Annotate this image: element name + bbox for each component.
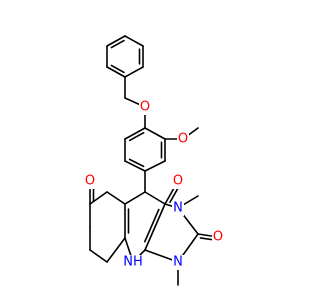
atom-n-1: N — [172, 255, 184, 270]
atom-o-methoxy: O — [177, 132, 189, 147]
svg-text:O: O — [85, 174, 95, 189]
bond-a4-a5 — [124, 160, 146, 172]
bond-c4a-c5a — [106, 191, 126, 205]
bond-c10a-c4 — [144, 203, 166, 251]
structure-canvas: O O O O N O N NH — [84, 35, 224, 286]
bond-bz4-bz5-inner — [110, 64, 125, 74]
svg-text:O: O — [173, 174, 183, 189]
svg-text:O: O — [178, 132, 188, 147]
bond-c8-c9 — [89, 249, 108, 263]
svg-text:N: N — [173, 201, 183, 216]
bond-bz3-bz4 — [124, 66, 144, 78]
molecule-diagram: O O O O N O N NH — [84, 35, 224, 286]
bond-c10a-c4-inner — [143, 208, 160, 243]
atom-o-carbonyl-4: O — [172, 174, 184, 189]
bond-a6-a1-inner — [128, 131, 145, 142]
svg-text:N: N — [173, 255, 183, 270]
bond-c5a-c6 — [89, 191, 108, 205]
bond-a1-a2 — [144, 127, 166, 140]
bond-a3-a4 — [144, 160, 166, 172]
atom-n-3: N — [172, 201, 184, 216]
bond-c5-c4 — [144, 191, 166, 205]
bond-a4-a5-inner — [128, 158, 145, 168]
atom-nh: NH — [122, 255, 144, 270]
atom-o-ketone: O — [84, 174, 96, 189]
bond-bz6-bz1-inner — [110, 39, 125, 49]
atom-o-benzyloxy: O — [139, 100, 151, 115]
bond-c9-c8a — [106, 237, 126, 263]
bond-bz1-bz2 — [124, 35, 144, 47]
bond-c5-c4a — [124, 191, 146, 205]
bond-bz4-bz5 — [106, 66, 126, 78]
bond-layer — [89, 35, 219, 286]
bond-bz6-bz1 — [106, 35, 126, 47]
atom-o-carbonyl-2: O — [212, 230, 224, 245]
svg-text:O: O — [213, 230, 223, 245]
bond-a6-a1 — [124, 127, 146, 140]
svg-text:NH: NH — [123, 255, 143, 270]
svg-text:O: O — [140, 100, 150, 115]
